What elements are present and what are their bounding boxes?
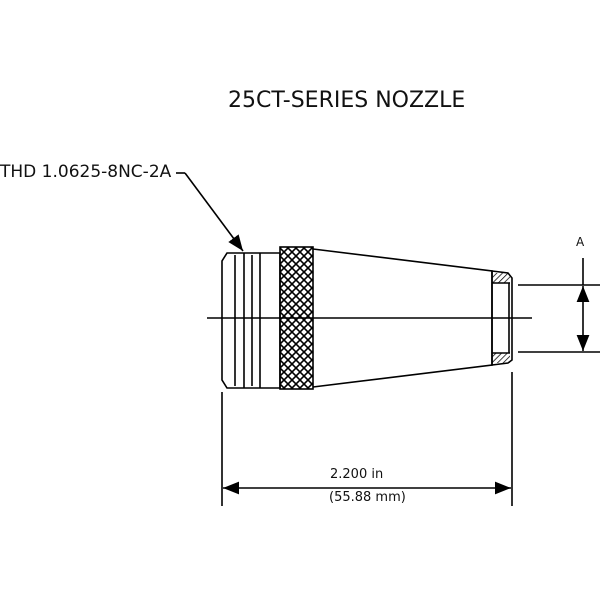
drawing-title: 25CT-SERIES NOZZLE — [228, 88, 466, 113]
length-mm: (55.88 mm) — [329, 490, 406, 505]
thread-leader-arrow — [176, 172, 244, 252]
dimension-a-label: A — [576, 235, 585, 249]
length-inches: 2.200 in — [330, 467, 384, 482]
tip-section — [491, 270, 513, 366]
length-dimension — [221, 372, 513, 506]
thread-section — [221, 252, 281, 389]
thread-callout: THD 1.0625-8NC-2A — [0, 162, 172, 182]
dimension-a — [518, 258, 600, 353]
